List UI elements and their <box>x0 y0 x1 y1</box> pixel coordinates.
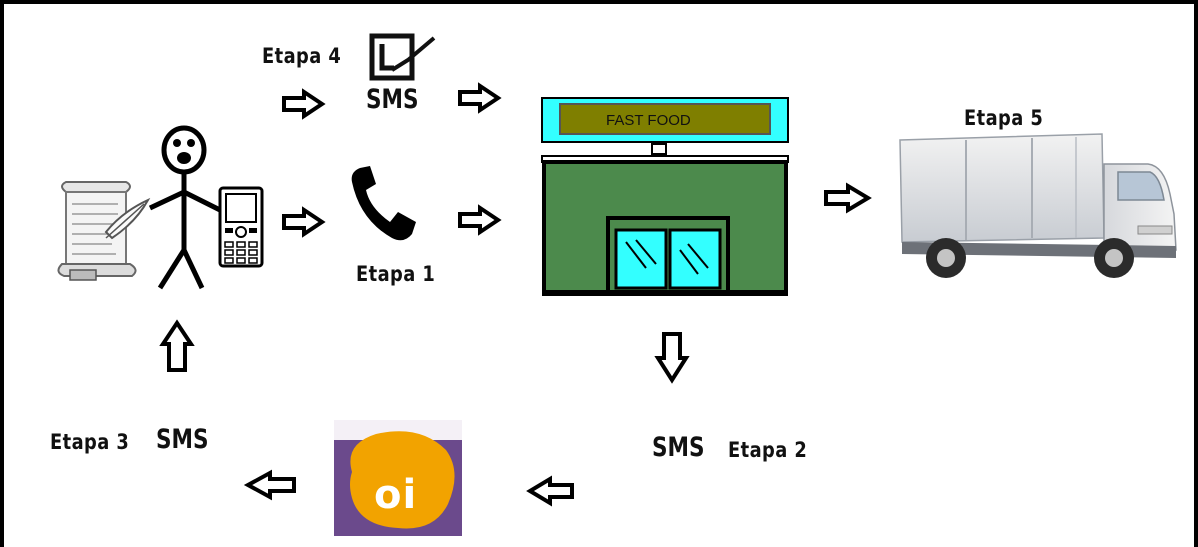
label-sms-bottom-left: SMS <box>156 424 209 455</box>
stick-figure-icon <box>148 125 222 290</box>
oi-logo-text: oi <box>374 472 418 518</box>
label-etapa-4: Etapa 4 <box>262 44 342 68</box>
arrow-right-icon <box>458 204 502 236</box>
telephone-handset-icon <box>351 166 416 241</box>
label-etapa-2: Etapa 2 <box>728 438 808 462</box>
label-etapa-3: Etapa 3 <box>50 430 130 454</box>
arrow-left-icon <box>526 475 574 507</box>
arrow-down-icon <box>654 332 690 384</box>
fast-food-store-icon <box>541 97 789 296</box>
arrow-right-icon <box>282 206 326 238</box>
store-sign-text: FAST FOOD <box>606 112 691 129</box>
arrow-right-icon <box>282 88 326 120</box>
label-etapa-1: Etapa 1 <box>356 262 436 286</box>
checked-box-icon <box>369 33 436 81</box>
label-etapa-5: Etapa 5 <box>964 106 1044 130</box>
arrow-right-icon <box>458 82 502 114</box>
delivery-truck-icon <box>899 133 1177 278</box>
mobile-phone-icon <box>218 186 264 268</box>
arrow-left-icon <box>243 469 296 501</box>
arrow-right-icon <box>824 182 872 214</box>
label-sms-bottom-right: SMS <box>652 432 705 463</box>
label-sms-top: SMS <box>366 84 419 115</box>
scroll-icon <box>57 181 151 281</box>
arrow-up-icon <box>159 319 195 372</box>
oi-logo <box>334 420 462 536</box>
